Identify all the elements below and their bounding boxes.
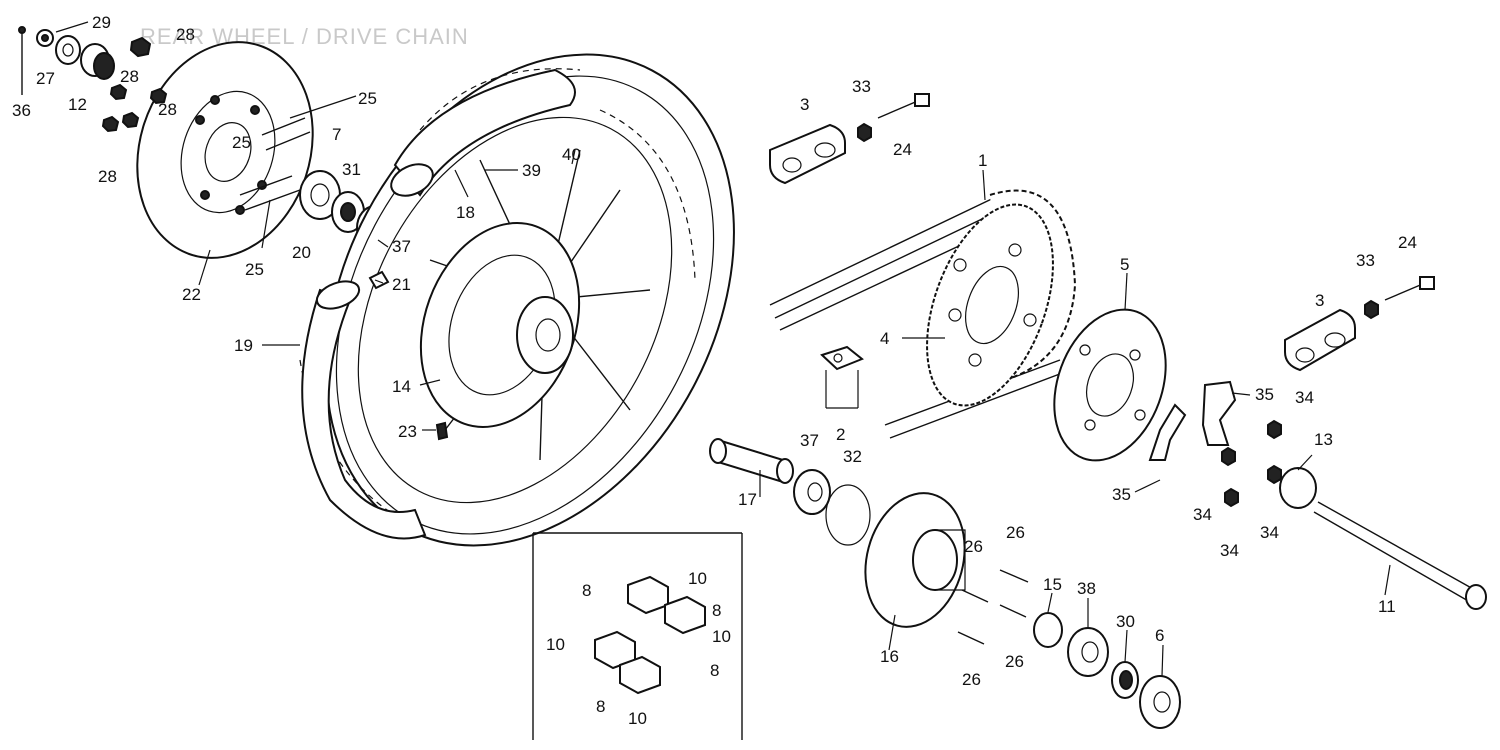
callout-36: 36	[12, 101, 31, 120]
chain-adjuster-top	[769, 93, 930, 185]
callout-21: 21	[392, 275, 411, 294]
diagram-title: REAR WHEEL / DRIVE CHAIN	[140, 24, 469, 49]
flange-bearing	[1067, 627, 1109, 677]
callout-32: 32	[843, 447, 862, 466]
callout-33b: 33	[1356, 251, 1375, 270]
callout-26c: 26	[1005, 652, 1024, 671]
driven-sprocket	[926, 203, 1054, 407]
callout-10b: 10	[712, 627, 731, 646]
callout-34c: 34	[1260, 523, 1279, 542]
master-link	[820, 345, 864, 371]
callout-8d: 8	[596, 697, 605, 716]
damper-pins	[957, 569, 1029, 645]
callout-40: 40	[562, 145, 581, 164]
hub-hardware-left	[18, 26, 168, 133]
callout-30: 30	[1116, 612, 1135, 631]
callout-8c: 8	[710, 661, 719, 680]
callout-25a: 25	[358, 89, 377, 108]
callout-22: 22	[182, 285, 201, 304]
distance-collar	[1033, 612, 1063, 648]
dust-cap	[1139, 675, 1181, 729]
callout-8b: 8	[712, 601, 721, 620]
callout-4: 4	[880, 329, 889, 348]
callout-38: 38	[1077, 579, 1096, 598]
nuts	[1221, 419, 1282, 508]
disc-bolts	[239, 117, 311, 211]
tire-section	[301, 270, 427, 540]
lock-plate-lower	[1148, 403, 1187, 461]
callout-33a: 33	[852, 77, 871, 96]
callout-26d: 26	[962, 670, 981, 689]
callout-15: 15	[1043, 575, 1062, 594]
axle-collar	[1279, 467, 1317, 509]
callout-28d: 28	[158, 100, 177, 119]
callout-26b: 26	[964, 537, 983, 556]
callout-28a: 28	[176, 25, 195, 44]
sleeve-bearing	[793, 469, 831, 515]
callout-35a: 35	[1255, 385, 1274, 404]
callout-18: 18	[456, 203, 475, 222]
callout-16: 16	[880, 647, 899, 666]
callout-10d: 10	[628, 709, 647, 728]
callout-29: 29	[92, 13, 111, 32]
lock-plate-upper	[1201, 380, 1237, 446]
callout-28b: 28	[120, 67, 139, 86]
sprocket-damper	[1053, 308, 1167, 462]
o-ring	[825, 484, 871, 546]
callout-20: 20	[292, 243, 311, 262]
final-driven-flange	[864, 492, 966, 628]
callout-25c: 25	[245, 260, 264, 279]
callout-25b: 25	[232, 133, 251, 152]
callout-26a: 26	[1006, 523, 1025, 542]
callout-34d: 34	[1220, 541, 1239, 560]
callout-24b: 24	[1398, 233, 1417, 252]
chain-adjuster-right	[1284, 276, 1435, 372]
callout-10a: 10	[688, 569, 707, 588]
callout-8a: 8	[582, 581, 591, 600]
callout-14: 14	[392, 377, 411, 396]
callout-13: 13	[1314, 430, 1333, 449]
brake-pad-inset	[532, 532, 743, 740]
callout-7: 7	[332, 125, 341, 144]
valve-cap	[435, 421, 449, 441]
leader-lines	[55, 21, 1391, 677]
callout-27: 27	[36, 69, 55, 88]
callout-24a: 24	[893, 140, 912, 159]
oil-seal	[1111, 661, 1139, 699]
callout-34a: 34	[1295, 388, 1314, 407]
callout-3b: 3	[1315, 291, 1324, 310]
callout-19: 19	[234, 336, 253, 355]
callout-39: 39	[522, 161, 541, 180]
callout-6: 6	[1155, 626, 1164, 645]
inner-tube	[390, 68, 576, 197]
callout-5: 5	[1120, 255, 1129, 274]
callout-labels: 29 28 27 36 12 28 28 25 25 7 31 37 25 22…	[12, 13, 1417, 728]
callout-10c: 10	[546, 635, 565, 654]
callout-12: 12	[68, 95, 87, 114]
callout-3a: 3	[800, 95, 809, 114]
callout-28c: 28	[98, 167, 117, 186]
callout-2: 2	[836, 425, 845, 444]
callout-34b: 34	[1193, 505, 1212, 524]
callout-23: 23	[398, 422, 417, 441]
callout-35b: 35	[1112, 485, 1131, 504]
callout-1: 1	[978, 151, 987, 170]
axle-sleeve	[709, 438, 794, 484]
callout-37a: 37	[392, 237, 411, 256]
brake-disc	[136, 41, 314, 259]
rear-axle	[1313, 501, 1487, 610]
callout-31: 31	[342, 160, 361, 179]
callout-11: 11	[1378, 597, 1396, 616]
callout-17: 17	[738, 490, 757, 509]
callout-37b: 37	[800, 431, 819, 450]
